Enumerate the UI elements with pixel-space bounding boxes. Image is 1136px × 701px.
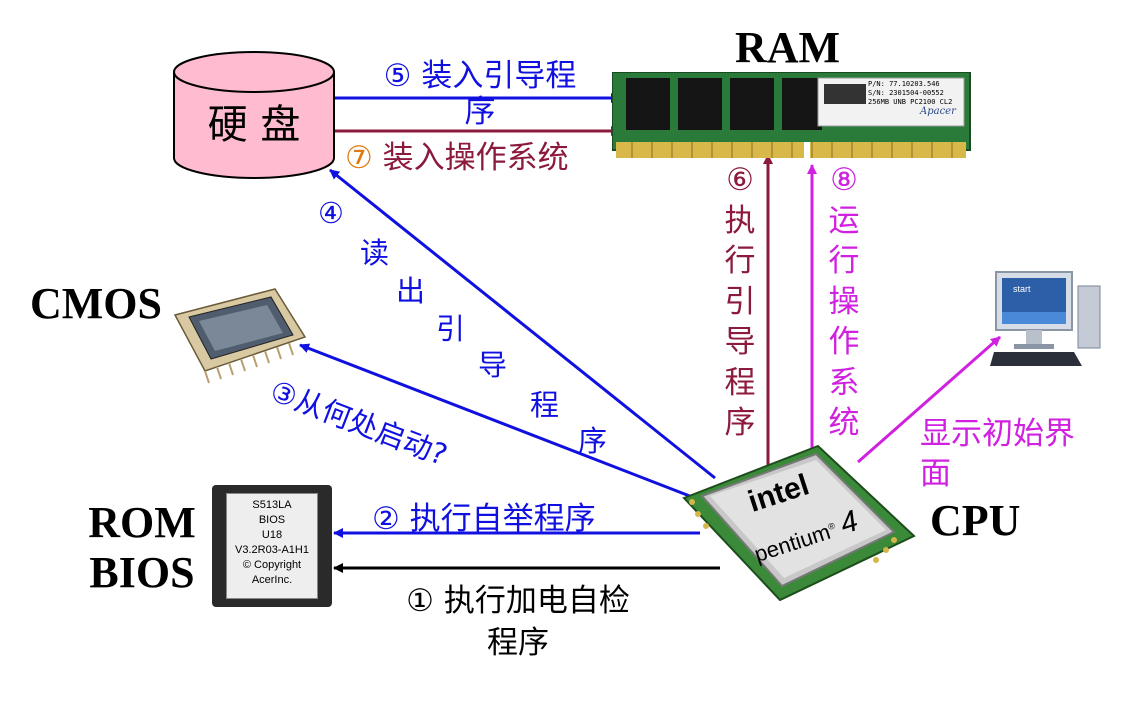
- step6-char: 序: [724, 405, 756, 441]
- step6-label: ⑥ 执 行 引 导 程 序: [718, 160, 762, 444]
- step8-char: 运: [828, 202, 860, 239]
- display-label: 显示初始界 面: [920, 414, 1075, 494]
- ram-module-image: [612, 72, 971, 160]
- rom-chip-image: S513LA BIOS U18 V3.2R03-A1H1 © Copyright…: [212, 485, 332, 607]
- step5-line: 序: [464, 94, 496, 130]
- step5-label: ⑤ 装入引导程 序: [345, 58, 615, 130]
- cmos-label: CMOS: [30, 279, 162, 328]
- bios-label: BIOS: [89, 548, 195, 597]
- step6-char: 行: [724, 243, 756, 279]
- ram-sticker: P/N: 77.10203.546 S/N: 2301504-00552 256…: [868, 80, 952, 107]
- step2-label: ② 执行自举程序: [372, 501, 596, 537]
- arrow-step3: [299, 343, 701, 502]
- step7-label: ⑦ 装入操作系统: [345, 140, 569, 176]
- rom-chip-line: BIOS: [258, 514, 286, 526]
- ram-brand: Apacer: [920, 106, 956, 117]
- step8-char: 操: [828, 283, 860, 320]
- step8-char: 作: [828, 324, 860, 360]
- step4-char: 程: [530, 388, 560, 422]
- rom-chip-line: © Copyright: [242, 559, 302, 571]
- cmos-chip-image: [173, 288, 307, 384]
- step6-char: 程: [724, 364, 756, 401]
- step4-number: ④: [318, 196, 344, 230]
- cpu-label: CPU: [930, 496, 1021, 545]
- rom-chip-line: AcerInc.: [251, 574, 293, 586]
- step6-char: 导: [724, 324, 756, 360]
- step5-line: ⑤ 装入引导程: [383, 58, 577, 94]
- step6-char: ⑥: [726, 162, 754, 198]
- ram-label: RAM: [735, 23, 841, 72]
- step8-char: ⑧: [830, 162, 858, 198]
- step8-char: 统: [828, 405, 860, 441]
- step4-char: 导: [478, 348, 508, 382]
- step8-char: 行: [828, 243, 860, 279]
- ram-sticker-line: 256MB UNB PC2100 CL2: [868, 98, 953, 106]
- display-line: 面: [920, 456, 951, 492]
- monitor-screen-text: start: [1013, 284, 1031, 294]
- display-line: 显示初始界: [920, 416, 1075, 452]
- rom-chip-line: V3.2R03-A1H1: [235, 544, 309, 556]
- monitor-image: [990, 271, 1101, 366]
- step6-char: 执: [724, 202, 756, 239]
- step1-line: ① 执行加电自检: [406, 583, 630, 619]
- step1-label: ① 执行加电自检 程序: [368, 580, 668, 664]
- rom-bios-label: ROM BIOS: [82, 498, 202, 598]
- step1-line: 程序: [487, 625, 549, 661]
- rom-chip-line: S513LA: [252, 499, 292, 511]
- step7-text: 装入操作系统: [372, 140, 569, 176]
- step6-char: 引: [724, 283, 756, 320]
- ram-sticker-line: S/N: 2301504-00552: [868, 89, 944, 97]
- step8-label: ⑧ 运 行 操 作 系 统: [822, 160, 866, 444]
- arrow-display: [857, 335, 1001, 464]
- step4-char: 引: [436, 312, 466, 346]
- rom-label: ROM: [88, 498, 196, 547]
- step4-char: 出: [396, 274, 426, 308]
- cpu-chip-image: [682, 444, 916, 602]
- rom-chip-line: U18: [261, 529, 283, 541]
- harddisk-label: 硬 盘: [207, 102, 301, 148]
- ram-sticker-line: P/N: 77.10203.546: [868, 80, 940, 88]
- step4-char: 读: [360, 236, 390, 270]
- step8-char: 系: [828, 364, 860, 401]
- step4-char: 序: [578, 424, 608, 458]
- arrow-step4: [329, 168, 716, 480]
- step7-number: ⑦: [345, 140, 373, 176]
- harddisk-cylinder: [173, 51, 335, 179]
